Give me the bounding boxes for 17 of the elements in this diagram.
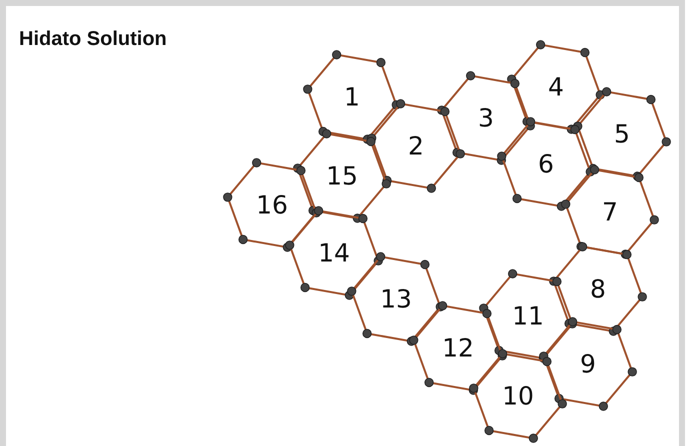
cell-number: 8 [590,274,606,304]
cell-number: 2 [408,132,424,160]
cell-number: 7 [602,198,618,226]
cell-number: 9 [580,350,596,378]
cell-number: 14 [318,238,350,268]
cell-number: 12 [442,334,474,362]
cell-number: 11 [512,302,544,330]
cell-number: 1 [344,82,360,112]
title: Hidato Solution [19,28,167,51]
cell-number: 5 [614,120,630,148]
cell-number: 13 [380,284,412,314]
cell-number: 6 [538,150,554,178]
cell-number: 15 [326,162,358,190]
cell-number: 3 [478,104,494,132]
cell-number: 10 [502,382,534,410]
cell-number: 4 [548,72,564,102]
cell-number: 16 [256,190,288,220]
